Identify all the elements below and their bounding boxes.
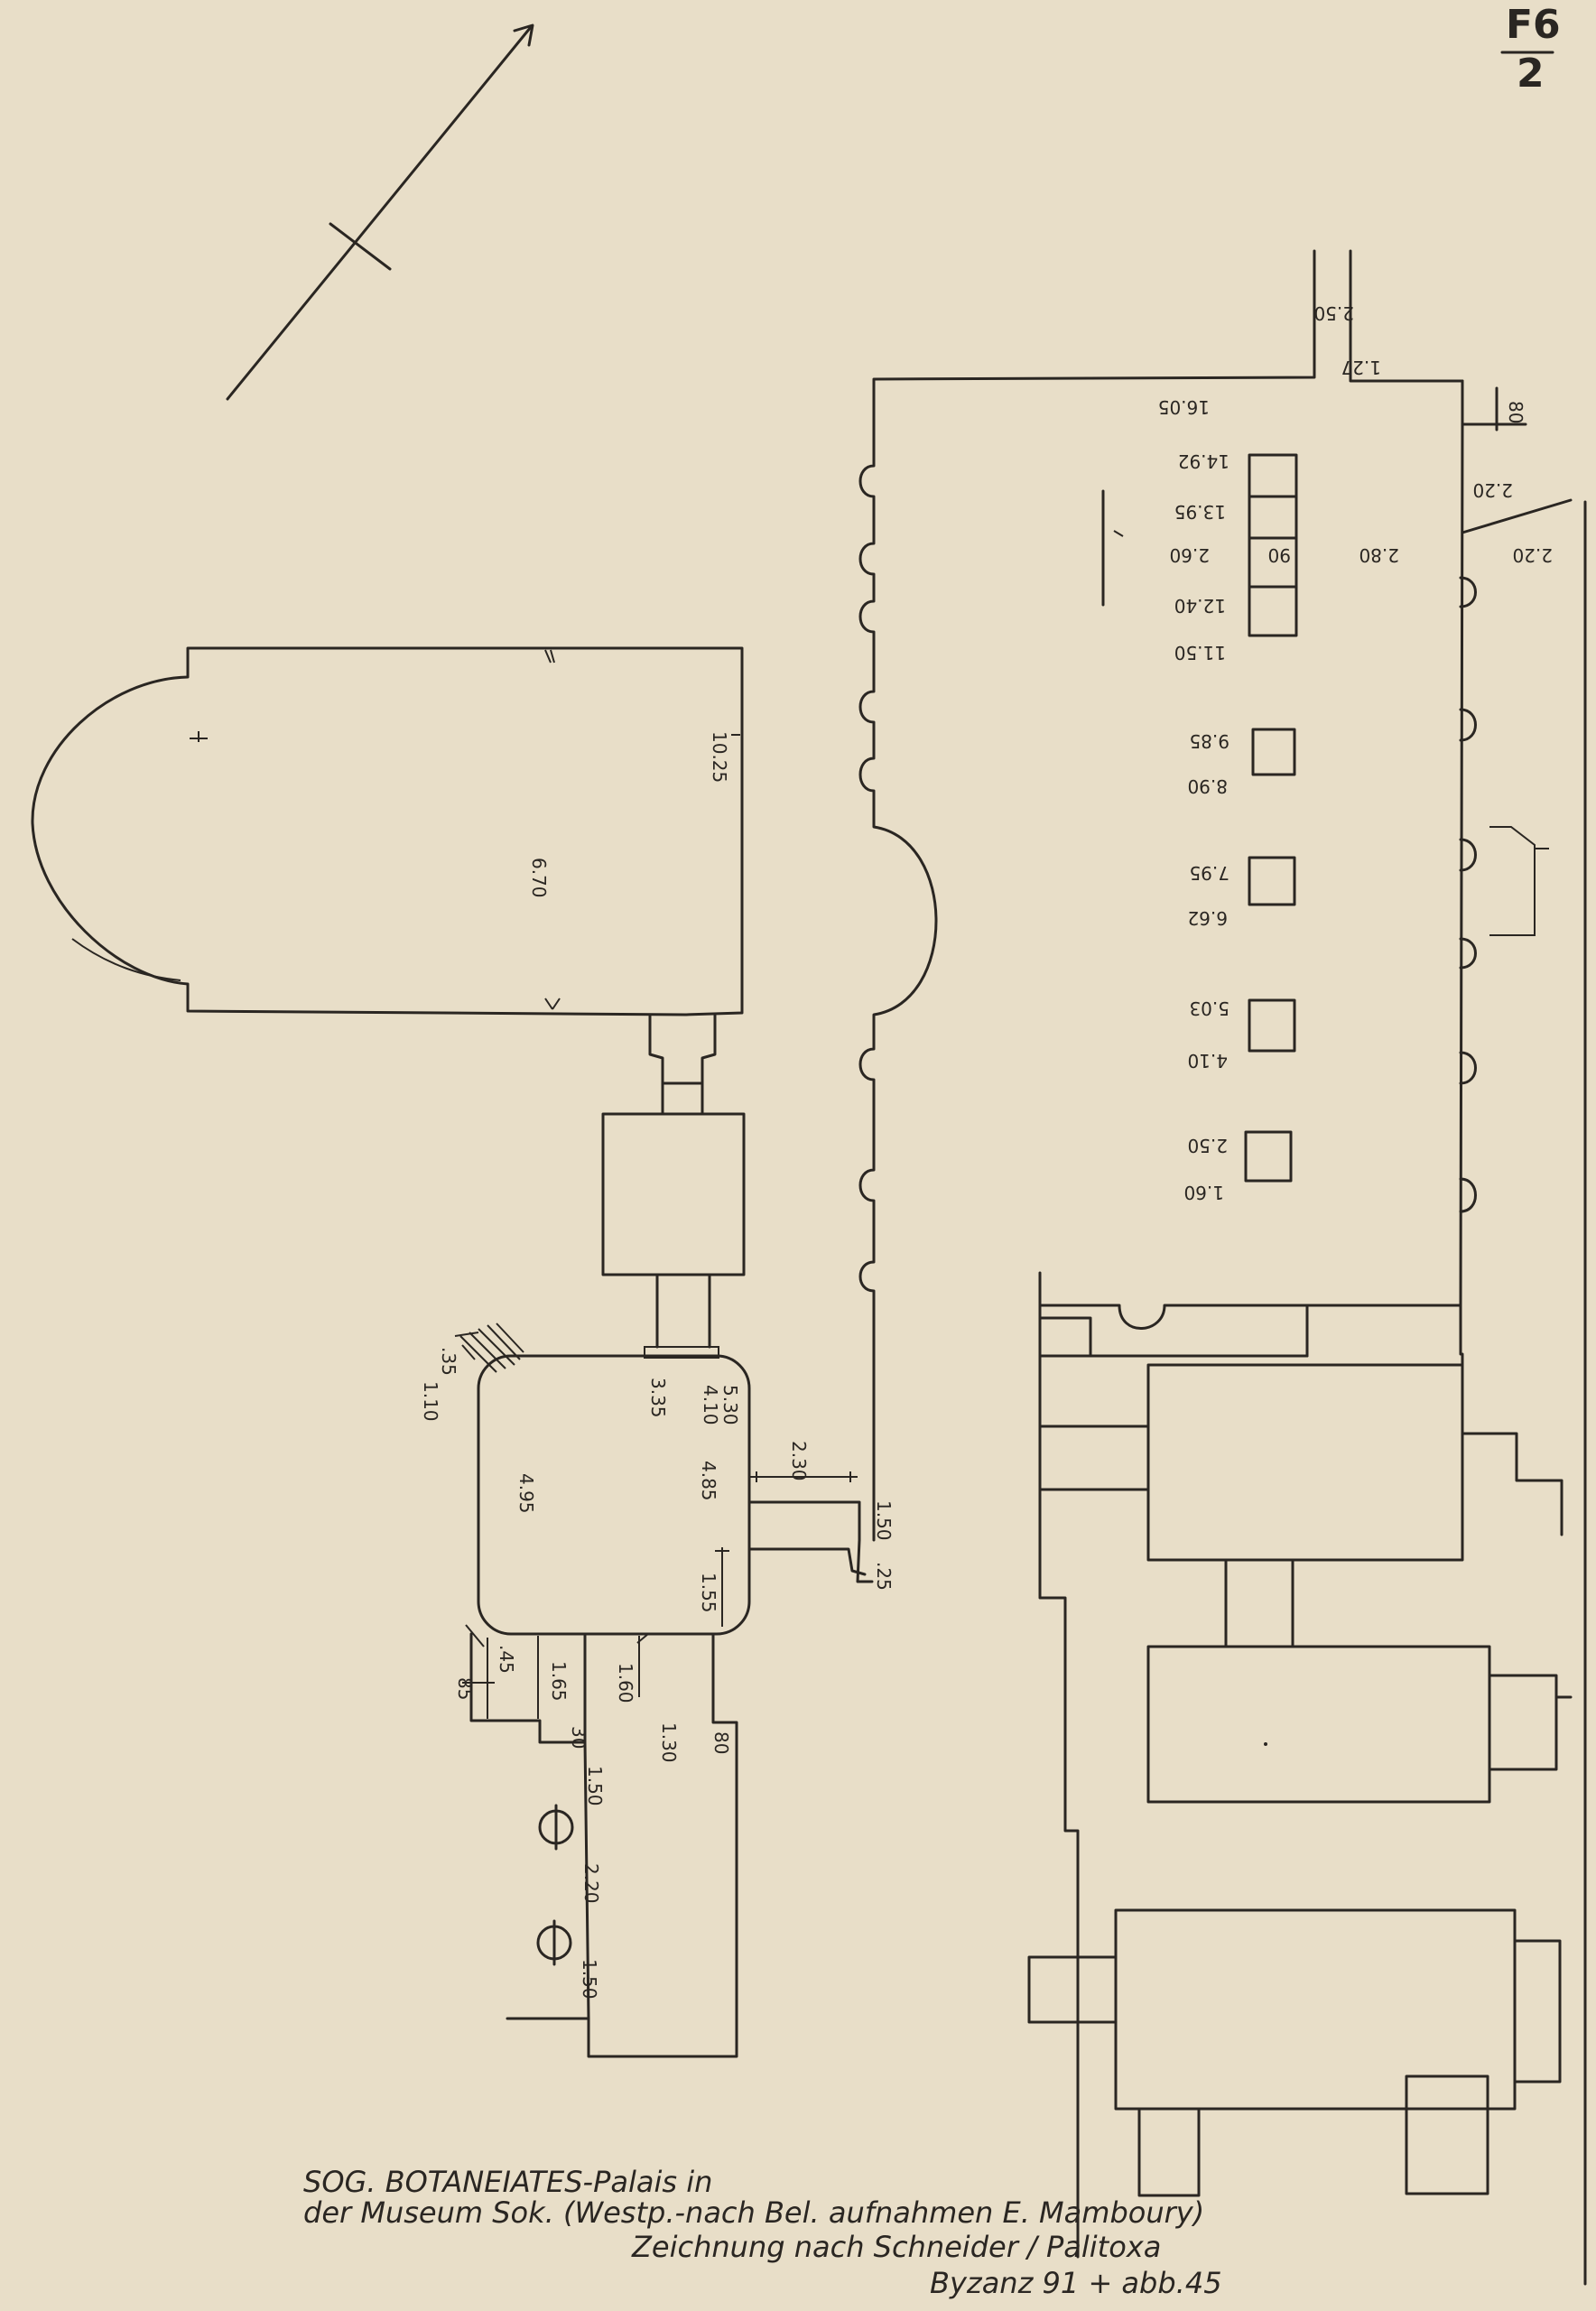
- north-arrow-icon: [226, 23, 534, 401]
- dim-label: 1.10: [420, 1381, 441, 1422]
- dim-label: 4.10: [1187, 1050, 1228, 1072]
- dim-label: 80: [710, 1731, 732, 1754]
- sheet-number-bottom: 2: [1517, 51, 1545, 97]
- dim-label: 2.20: [1472, 479, 1513, 501]
- right-building: 2.50 1.27 16.05 80 2.20 14.92 13.95 2.60…: [858, 249, 1587, 2286]
- square-pier: [1248, 998, 1296, 1053]
- caption-line-1: SOG. BOTANEIATES-Palais in: [303, 2165, 712, 2199]
- dim-label: 4.10: [700, 1385, 721, 1425]
- dim-label: 30: [568, 1726, 589, 1749]
- dim-label: 4.85: [698, 1461, 719, 1501]
- dim-label: 14.92: [1178, 450, 1229, 472]
- dim-label: 6.70: [528, 858, 550, 898]
- dim-label: 8.90: [1187, 775, 1228, 797]
- left-building: 10.25 6.70 1.10 .35 3.35 4.10 5.30 4.95: [31, 646, 895, 2058]
- dim-label: 4.95: [515, 1473, 537, 1514]
- dim-label: 10.25: [709, 731, 730, 783]
- caption-line-4: Byzanz 91 + abb.45: [930, 2266, 1222, 2300]
- dim-label: 9.85: [1189, 730, 1229, 752]
- dim-label: 80: [1505, 401, 1526, 423]
- dim-label: 13.95: [1174, 501, 1226, 523]
- apse-hall-outline: [31, 646, 744, 1016]
- main-hall-outline: [858, 249, 1316, 1542]
- dim-label: 1.55: [698, 1573, 719, 1613]
- dim-label: 1.27: [1341, 357, 1381, 378]
- dim-label: 11.50: [1174, 642, 1226, 664]
- dim-label: 12.40: [1174, 595, 1226, 617]
- dim-label: 1.60: [615, 1663, 636, 1703]
- dim-label: .25: [873, 1562, 895, 1591]
- dim-label: 1.50: [579, 1959, 600, 2000]
- dim-label: 1.50: [873, 1500, 895, 1541]
- dim-label: 1.30: [658, 1722, 680, 1763]
- pier-strip: [1248, 453, 1298, 637]
- middle-room: [601, 1112, 746, 1276]
- dim-label: 5.30: [719, 1385, 741, 1425]
- caption-line-2: der Museum Sok. (Westp.-nach Bel. aufnah…: [303, 2195, 1204, 2230]
- dim-label: 2.80: [1359, 544, 1399, 566]
- dim-label: 7.95: [1189, 862, 1229, 884]
- column-symbol: [536, 1919, 572, 1966]
- square-pier: [1244, 1130, 1293, 1183]
- dim-label: 2.50: [1313, 302, 1354, 324]
- dim-label: .45: [496, 1645, 517, 1674]
- dim-label: 85: [454, 1677, 476, 1700]
- dim-label: 2.50: [1187, 1135, 1228, 1156]
- dim-label: 1.60: [1183, 1182, 1224, 1203]
- sheet-number-top: F6: [1506, 2, 1561, 48]
- square-room-outline: [477, 1354, 751, 1636]
- caption: SOG. BOTANEIATES-Palais in der Museum So…: [303, 2165, 1222, 2300]
- south-room-2: [1146, 1645, 1491, 1804]
- hatched-wall: [454, 1323, 524, 1373]
- south-annex-outline: [469, 1632, 587, 1744]
- dim-label: 5.03: [1189, 998, 1229, 1019]
- dim-label: 1.65: [548, 1661, 570, 1702]
- dim-label: 16.05: [1158, 396, 1210, 418]
- south-room-3-annex: [1137, 2107, 1201, 2197]
- south-room-3: [1114, 1908, 1517, 2111]
- dim-label: 90: [1268, 544, 1291, 566]
- dim-label: 3.35: [647, 1378, 669, 1418]
- column-symbol: [538, 1804, 574, 1851]
- square-pier: [1251, 728, 1296, 776]
- dim-label: 2.30: [788, 1441, 810, 1481]
- south-room-1: [1146, 1363, 1464, 1562]
- sheet-number: F6 2: [1500, 2, 1561, 97]
- dim-label: 1.50: [584, 1766, 606, 1806]
- dim-label: 2.60: [1169, 544, 1210, 566]
- caption-line-3: Zeichnung nach Schneider / Palitoxa: [631, 2230, 1161, 2264]
- dim-label: 2.20: [580, 1863, 602, 1904]
- dim-label: 6.62: [1187, 907, 1228, 929]
- south-room-3-annex: [1405, 2074, 1489, 2195]
- square-pier: [1248, 856, 1296, 906]
- dim-label: 2.20: [1512, 544, 1553, 566]
- dim-label: .35: [438, 1347, 459, 1376]
